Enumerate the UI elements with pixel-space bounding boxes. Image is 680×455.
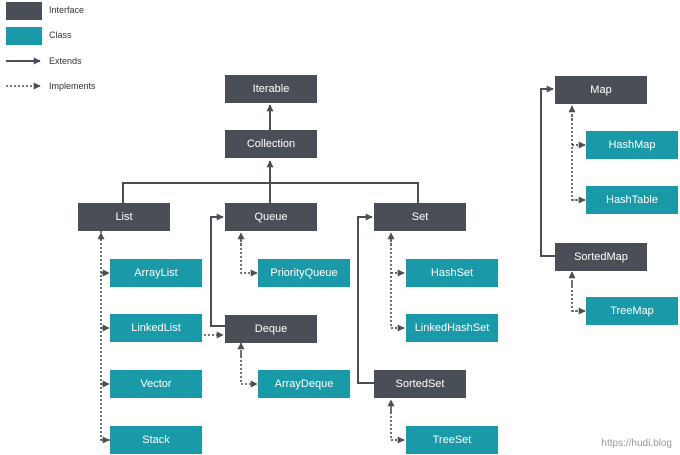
node-treeset: TreeSet (406, 426, 498, 454)
node-iterable: Iterable (225, 75, 317, 103)
watermark-text: https://hudi.blog (601, 438, 672, 449)
legend-extends-label: Extends (49, 56, 82, 66)
node-stack: Stack (110, 426, 202, 454)
edge-sortedset-treeset (390, 408, 404, 441)
node-hashtable: HashTable (586, 186, 678, 214)
node-queue: Queue (225, 203, 317, 231)
edge-deque-arraydeque (240, 352, 258, 388)
node-arraydeque: ArrayDeque (258, 370, 350, 398)
edge-sortedset-set (357, 213, 374, 384)
legend-implements-label: Implements (49, 81, 96, 91)
edge-list-impls (100, 231, 110, 441)
edge-children-collection (122, 182, 419, 203)
edge-sortedmap-map (540, 85, 555, 257)
legend-class-label: Class (49, 30, 72, 40)
node-collection: Collection (225, 130, 317, 158)
legend-class-swatch (6, 27, 42, 45)
node-set: Set (374, 203, 466, 231)
node-linkedlist: LinkedList (110, 314, 202, 342)
node-sortedmap: SortedMap (555, 243, 647, 271)
edge-queue-priorityqueue (240, 240, 258, 277)
node-list: List (78, 203, 170, 231)
node-map: Map (555, 76, 647, 104)
node-sortedset: SortedSet (374, 370, 466, 398)
edge-set-impls (390, 240, 404, 329)
node-priorityqueue: PriorityQueue (258, 259, 350, 287)
node-vector: Vector (110, 370, 202, 398)
node-deque: Deque (225, 315, 317, 343)
edge-map-impls (571, 115, 585, 201)
node-arraylist: ArrayList (110, 259, 202, 287)
node-linkedhashset: LinkedHashSet (406, 314, 498, 342)
node-treemap: TreeMap (586, 297, 678, 325)
node-hashmap: HashMap (586, 131, 678, 159)
legend-interface-swatch (6, 2, 42, 20)
legend-interface-label: Interface (49, 5, 85, 15)
edge-sortedmap-treemap (571, 282, 585, 312)
edge-deque-queue (210, 213, 225, 327)
node-hashset: HashSet (406, 259, 498, 287)
